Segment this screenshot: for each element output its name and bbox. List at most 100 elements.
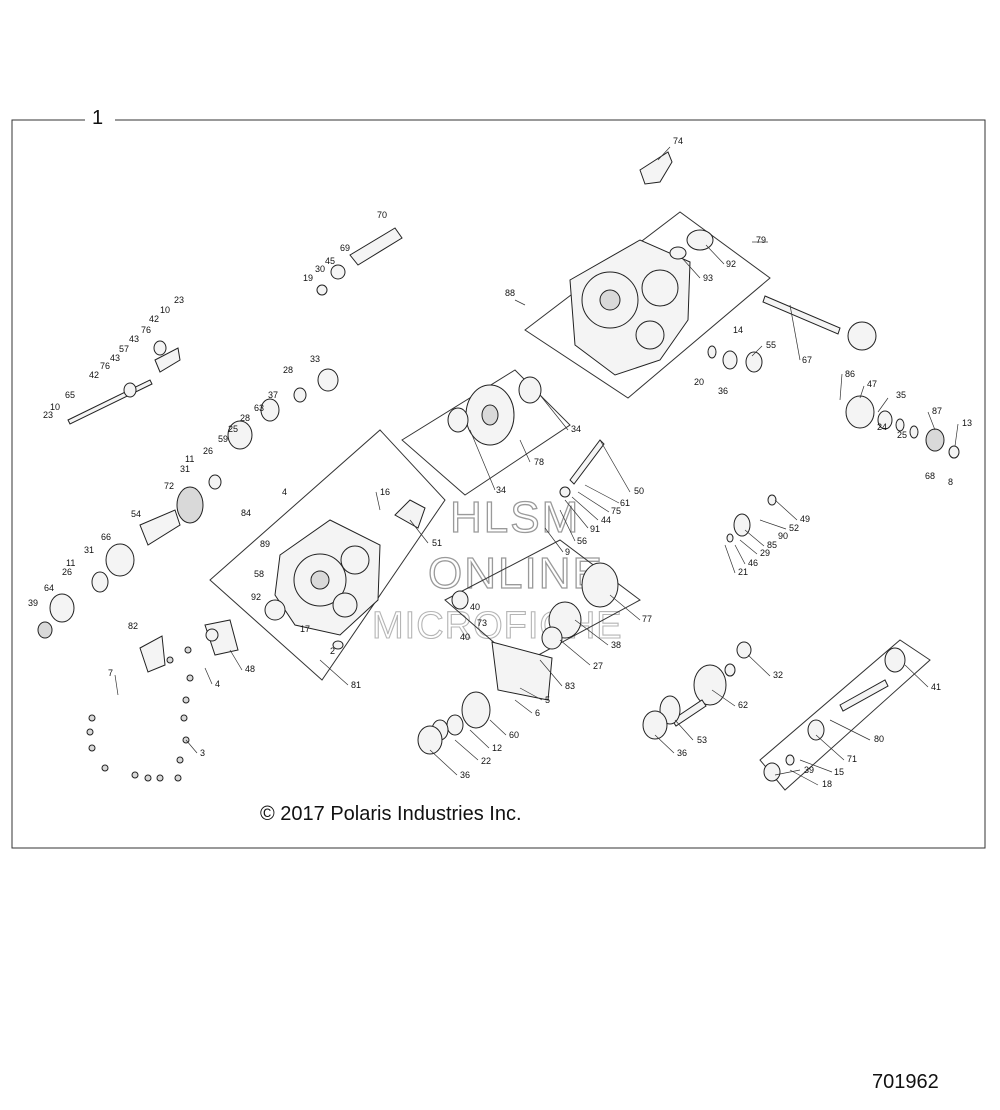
callout-34b: 34: [496, 485, 506, 495]
callout-54: 54: [131, 509, 141, 519]
callout-79: 79: [756, 235, 766, 245]
callout-8: 8: [948, 477, 953, 487]
callout-6: 6: [535, 708, 540, 718]
callout-11b: 11: [66, 558, 75, 568]
callout-13: 13: [962, 418, 972, 428]
callout-78: 78: [534, 457, 544, 467]
callout-76a: 76: [141, 325, 151, 335]
callout-25a: 25: [228, 424, 238, 434]
callout-83: 83: [565, 681, 575, 691]
callout-74: 74: [673, 136, 683, 146]
callout-27: 27: [593, 661, 603, 671]
callout-10b: 10: [50, 402, 60, 412]
callout-69: 69: [340, 243, 350, 253]
callout-18: 18: [822, 779, 832, 789]
callout-40b: 40: [460, 632, 470, 642]
bracket-and-pump: [139, 619, 239, 673]
shift-fork-group: [67, 340, 181, 425]
callout-84: 84: [241, 508, 251, 518]
callout-15: 15: [834, 767, 844, 777]
callout-5: 5: [545, 695, 550, 705]
callout-71: 71: [847, 754, 857, 764]
callout-49: 49: [800, 514, 810, 524]
callout-76b: 76: [100, 361, 110, 371]
callout-41: 41: [931, 682, 941, 692]
callout-10a: 10: [160, 305, 170, 315]
callout-91: 91: [590, 524, 600, 534]
callout-40a: 40: [470, 602, 480, 612]
cover-plate: [394, 499, 426, 529]
callout-53: 53: [697, 735, 707, 745]
shaft-80: [759, 639, 931, 791]
callout-25b: 25: [897, 430, 907, 440]
callout-81: 81: [351, 680, 361, 690]
callout-63: 63: [254, 403, 264, 413]
callout-77: 77: [642, 614, 652, 624]
ring-gear: [401, 369, 571, 496]
callout-46: 46: [748, 558, 758, 568]
callout-17: 17: [300, 624, 310, 634]
callout-92b: 92: [251, 592, 261, 602]
callout-44: 44: [601, 515, 611, 525]
callout-68: 68: [925, 471, 935, 481]
callout-43a: 43: [129, 334, 139, 344]
callout-19: 19: [303, 273, 313, 283]
callout-89: 89: [260, 539, 270, 549]
callout-61: 61: [620, 498, 630, 508]
callout-80: 80: [874, 734, 884, 744]
callout-88: 88: [505, 288, 515, 298]
countershaft-left: [37, 368, 339, 639]
watermark-line-3: MICROFICHE: [372, 605, 623, 647]
bracket-74: [639, 151, 673, 185]
case-half-left: [209, 429, 446, 681]
shift-drum: [316, 227, 403, 296]
callout-7: 7: [108, 668, 113, 678]
callout-20: 20: [694, 377, 704, 387]
callouts: 2 3 4 4 5 6 7 8 9 10 10 11 11 12 13 14 1…: [28, 136, 972, 789]
callout-85: 85: [767, 540, 777, 550]
gear-cluster-52: [726, 494, 777, 543]
callout-93: 93: [703, 273, 713, 283]
watermark-line-2: ONLINE: [428, 549, 604, 598]
callout-47: 47: [867, 379, 877, 389]
callout-31b: 31: [84, 545, 94, 555]
callout-31a: 31: [180, 464, 190, 474]
callout-86: 86: [845, 369, 855, 379]
callout-22: 22: [481, 756, 491, 766]
callout-11a: 11: [185, 454, 194, 464]
callout-37: 37: [268, 390, 278, 400]
callout-30: 30: [315, 264, 325, 274]
callout-3: 3: [200, 748, 205, 758]
callout-70: 70: [377, 210, 387, 220]
callout-65: 65: [65, 390, 75, 400]
callout-36c: 36: [677, 748, 687, 758]
pinion-group: [559, 439, 605, 498]
callout-28b: 28: [240, 413, 250, 423]
callout-39b: 39: [804, 765, 814, 775]
callout-43b: 43: [110, 353, 120, 363]
callout-26b: 26: [62, 567, 72, 577]
callout-72: 72: [164, 481, 174, 491]
output-shaft: [707, 295, 960, 459]
callout-92a: 92: [726, 259, 736, 269]
callout-38: 38: [611, 640, 621, 650]
callout-48: 48: [245, 664, 255, 674]
callout-4: 4: [282, 487, 287, 497]
callout-23a: 23: [174, 295, 184, 305]
callout-73: 73: [477, 618, 487, 628]
callout-51: 51: [432, 538, 442, 548]
gear-60-group: [417, 641, 553, 755]
case-half-right: [524, 211, 771, 399]
callout-14: 14: [733, 325, 743, 335]
callout-75: 75: [611, 506, 621, 516]
callout-32: 32: [773, 670, 783, 680]
callout-58: 58: [254, 569, 264, 579]
callout-34a: 34: [571, 424, 581, 434]
callout-56: 56: [577, 536, 587, 546]
callout-90: 90: [778, 531, 788, 541]
callout-62: 62: [738, 700, 748, 710]
callout-9: 9: [565, 547, 570, 557]
callout-35: 35: [896, 390, 906, 400]
callout-45: 45: [325, 256, 335, 266]
